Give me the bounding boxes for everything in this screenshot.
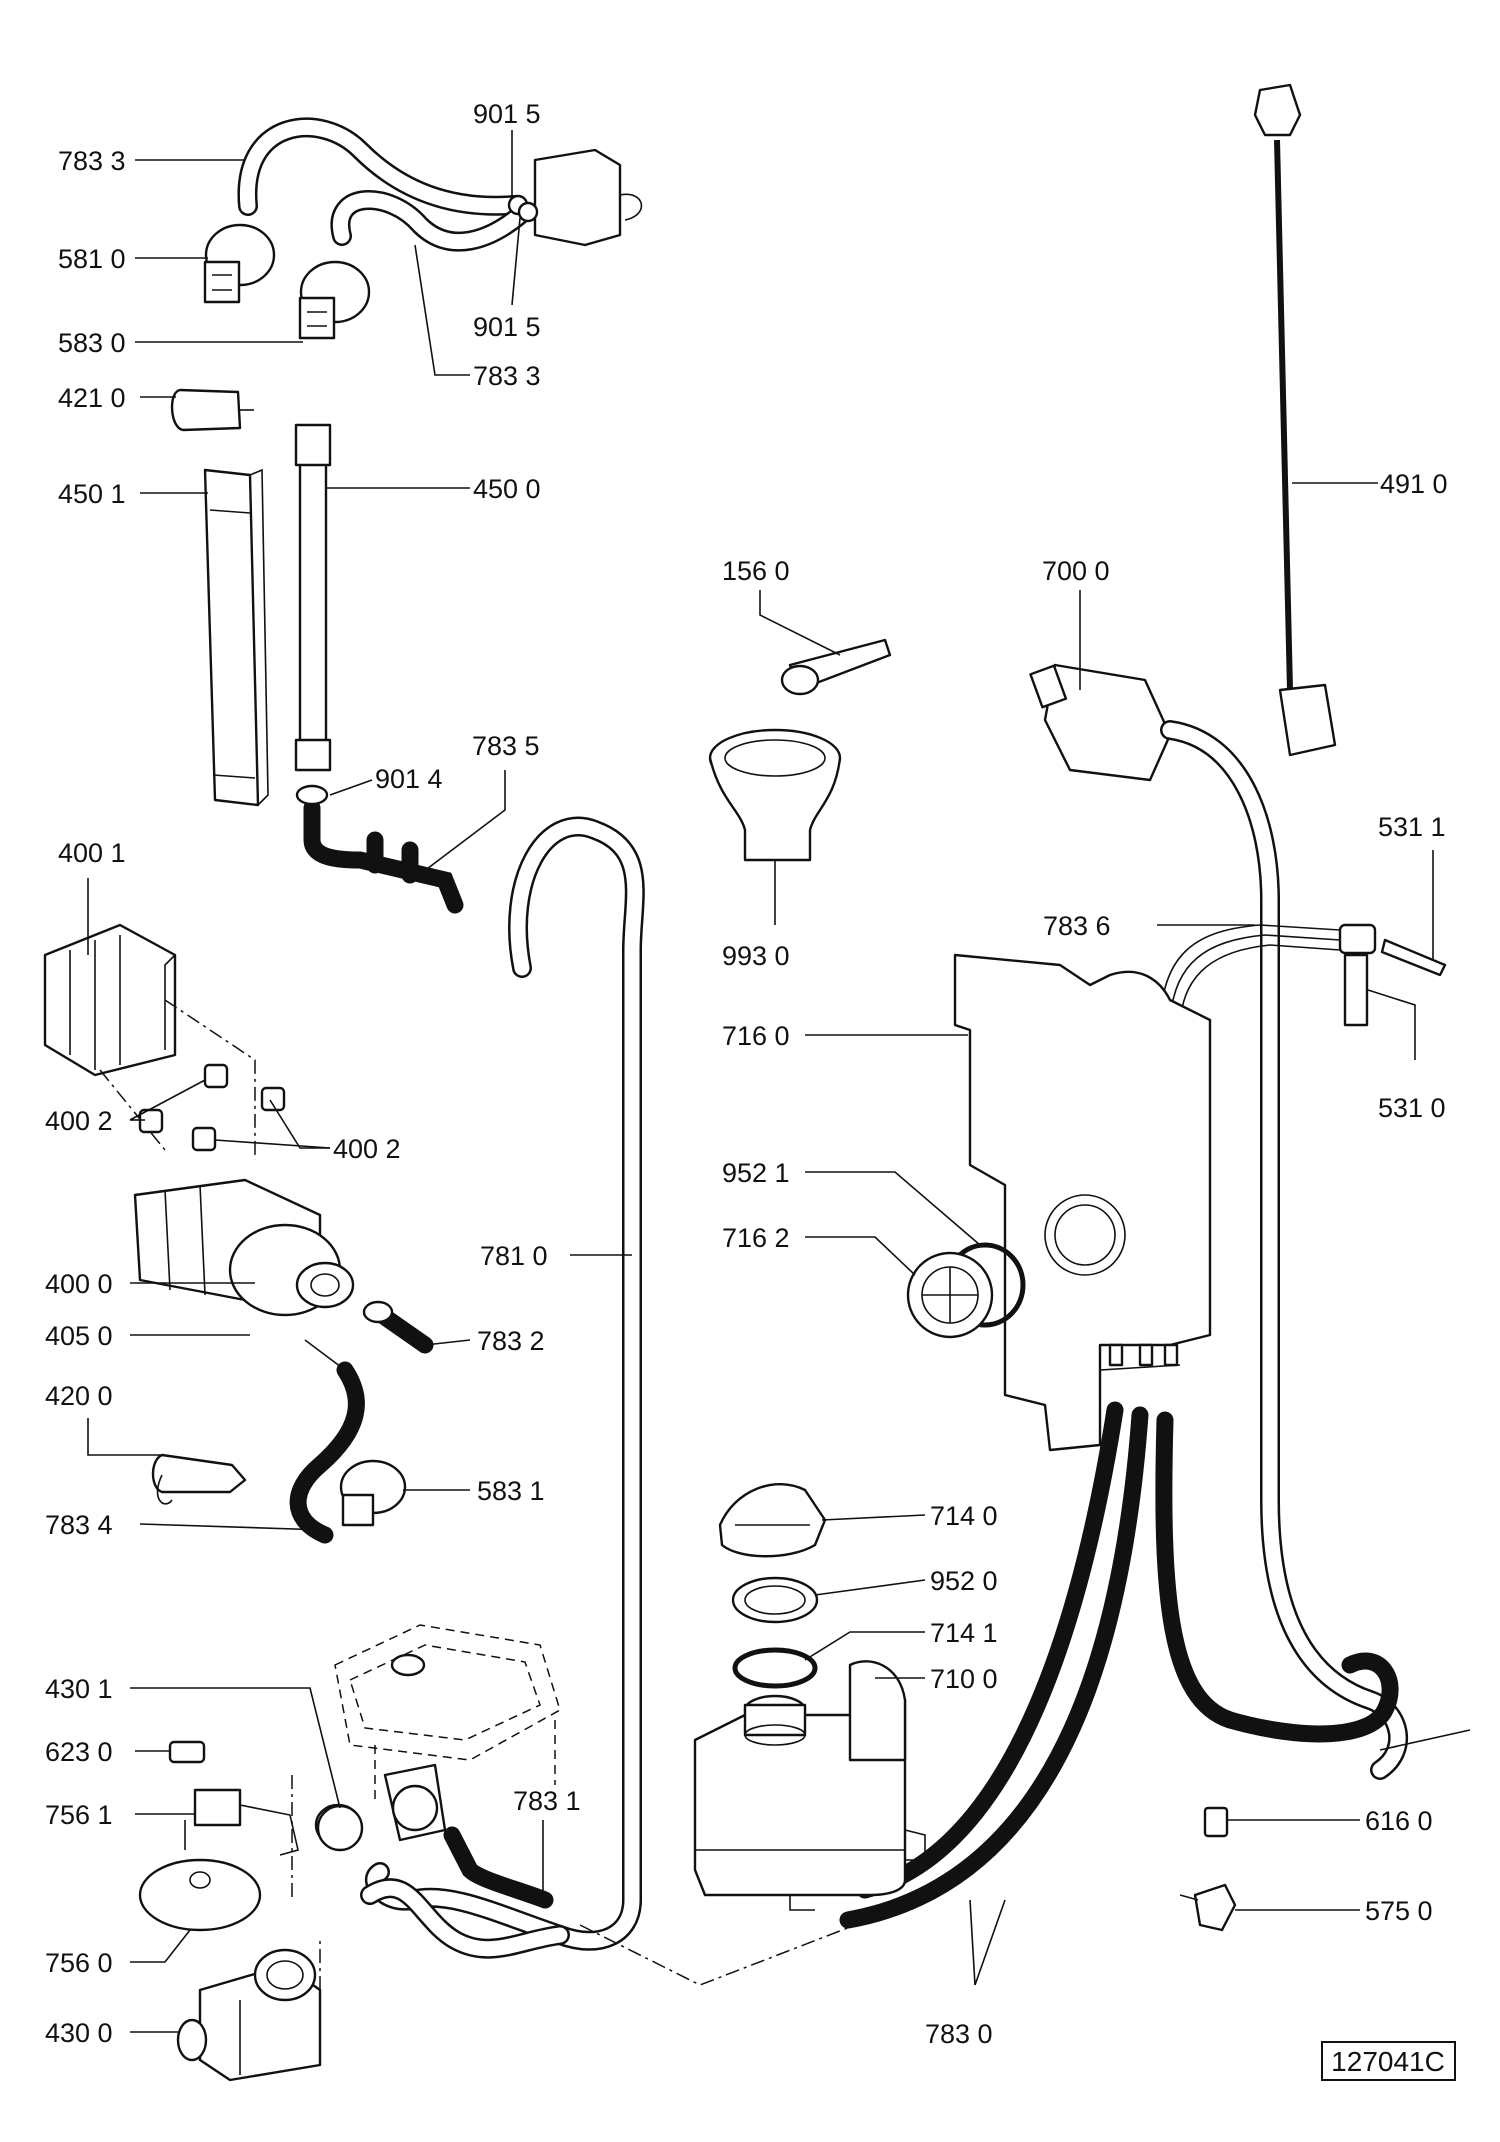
nut-952-0 bbox=[731, 1576, 819, 1624]
callout-781-0: 781 0 bbox=[480, 1241, 548, 1271]
callout-450-0: 450 0 bbox=[473, 474, 541, 504]
callout-616-0: 616 0 bbox=[1365, 1806, 1433, 1836]
callout-714-0: 714 0 bbox=[930, 1501, 998, 1531]
pressure-switch-583-0 bbox=[298, 260, 371, 340]
hose-783-4 bbox=[289, 1339, 365, 1544]
callout-716-0: 716 0 bbox=[722, 1021, 790, 1051]
callout-623-0: 623 0 bbox=[45, 1737, 113, 1767]
bulb-420-0 bbox=[151, 1453, 247, 1505]
callout-952-1: 952 1 bbox=[722, 1158, 790, 1188]
callout-783-2: 783 2 bbox=[477, 1326, 545, 1356]
pressure-hose-783-3 bbox=[237, 117, 530, 252]
disc-756-0 bbox=[138, 1858, 262, 1932]
callout-756-1: 756 1 bbox=[45, 1800, 113, 1830]
callout-400-2-left: 400 2 bbox=[45, 1106, 113, 1136]
callout-421-0: 421 0 bbox=[58, 383, 126, 413]
heater-450-0 bbox=[294, 423, 332, 772]
callout-583-0: 583 0 bbox=[58, 328, 126, 358]
reference-code: 127041C bbox=[1331, 2046, 1445, 2077]
capacitor-421-0 bbox=[170, 388, 254, 432]
part-575-0 bbox=[1179, 1883, 1237, 1932]
pipe-783-1 bbox=[443, 1826, 554, 1909]
connector-block bbox=[507, 148, 643, 247]
parts-artwork bbox=[43, 83, 1471, 2082]
motor-cover-400-1 bbox=[43, 923, 177, 1077]
callout-156-0: 156 0 bbox=[722, 556, 790, 586]
callout-901-5-bottom: 901 5 bbox=[473, 312, 541, 342]
sleeve-783-2 bbox=[362, 1300, 434, 1354]
funnel-993-0 bbox=[708, 728, 842, 862]
callout-756-0: 756 0 bbox=[45, 1948, 113, 1978]
callout-714-1: 714 1 bbox=[930, 1618, 998, 1648]
seal-714-1 bbox=[732, 1647, 818, 1689]
callout-952-0: 952 0 bbox=[930, 1566, 998, 1596]
callout-783-3-top: 783 3 bbox=[58, 146, 126, 176]
power-cable-491-0 bbox=[1253, 83, 1337, 757]
pressure-switch-581-0 bbox=[203, 223, 276, 304]
filter-716-2 bbox=[906, 1251, 994, 1339]
element-700-0 bbox=[1029, 663, 1471, 1780]
callout-labels: 783 3 581 0 583 0 901 5 901 5 783 3 421 … bbox=[45, 99, 1448, 2049]
callout-450-1: 450 1 bbox=[58, 479, 126, 509]
callout-901-4: 901 4 bbox=[375, 764, 443, 794]
callout-400-0: 400 0 bbox=[45, 1269, 113, 1299]
callout-710-0: 710 0 bbox=[930, 1664, 998, 1694]
ring-430-1 bbox=[316, 1804, 364, 1852]
callout-783-6: 783 6 bbox=[1043, 911, 1111, 941]
part-756-1 bbox=[184, 1788, 299, 1856]
callout-583-1: 583 1 bbox=[477, 1476, 545, 1506]
pump-motor-400-0 bbox=[133, 1178, 355, 1317]
pipes-783-0 bbox=[839, 1401, 1399, 1929]
leader-lines bbox=[87, 130, 1434, 2033]
sump-housing bbox=[314, 1763, 447, 1847]
callout-491-0: 491 0 bbox=[1380, 469, 1448, 499]
sump-outline bbox=[334, 1624, 561, 1800]
callout-430-0: 430 0 bbox=[45, 2018, 113, 2048]
drain-pump-430-0 bbox=[176, 1948, 322, 2082]
callout-716-2: 716 2 bbox=[722, 1223, 790, 1253]
callout-400-1: 400 1 bbox=[58, 838, 126, 868]
callout-531-1: 531 1 bbox=[1378, 812, 1446, 842]
cap-714-0 bbox=[718, 1483, 827, 1558]
callout-993-0: 993 0 bbox=[722, 941, 790, 971]
cover-plate-450-1 bbox=[203, 468, 269, 807]
callout-430-1: 430 1 bbox=[45, 1674, 113, 1704]
pressure-switch-583-1 bbox=[339, 1459, 407, 1527]
screw-156-0 bbox=[780, 638, 892, 696]
callout-531-0: 531 0 bbox=[1378, 1093, 1446, 1123]
bracket-531-0 bbox=[1343, 953, 1369, 1027]
container-710-0 bbox=[693, 1660, 926, 1911]
part-623-0 bbox=[168, 1740, 206, 1764]
callout-783-1: 783 1 bbox=[513, 1786, 581, 1816]
callout-783-3-bottom: 783 3 bbox=[473, 361, 541, 391]
part-616-0 bbox=[1203, 1806, 1229, 1838]
callout-901-5-top: 901 5 bbox=[473, 99, 541, 129]
callout-783-4: 783 4 bbox=[45, 1510, 113, 1540]
callout-400-2-right: 400 2 bbox=[333, 1134, 401, 1164]
callout-420-0: 420 0 bbox=[45, 1381, 113, 1411]
callout-405-0: 405 0 bbox=[45, 1321, 113, 1351]
callout-783-0: 783 0 bbox=[925, 2019, 993, 2049]
clips-400-2 bbox=[138, 1063, 286, 1152]
screw-531-1 bbox=[1380, 938, 1447, 977]
reference-code-box: 127041C bbox=[1321, 2041, 1456, 2081]
callout-700-0: 700 0 bbox=[1042, 556, 1110, 586]
manifold-hose-783-5 bbox=[295, 784, 464, 914]
unit-716-0 bbox=[953, 953, 1212, 1452]
callout-575-0: 575 0 bbox=[1365, 1896, 1433, 1926]
callout-581-0: 581 0 bbox=[58, 244, 126, 274]
callout-783-5: 783 5 bbox=[472, 731, 540, 761]
